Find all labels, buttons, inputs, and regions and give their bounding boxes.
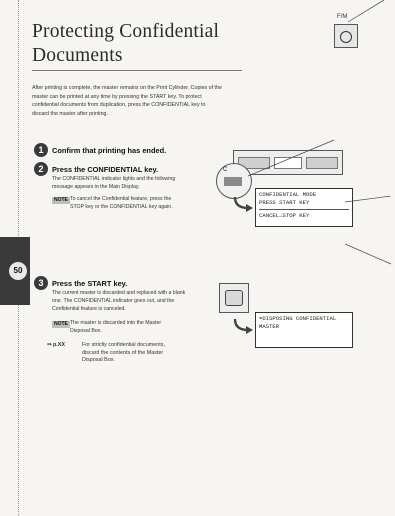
step-3-number: 3 [34,276,48,290]
reference-text: For strictly confidential documents, dis… [82,342,165,364]
step-1-heading: Confirm that printing has ended. [52,146,167,155]
icon-caption: F/M [337,14,348,20]
main-display-confidential: CONFIDENTIAL MODE PRESS START KEY CANCEL… [255,188,353,227]
step-3-body: The current master is discarded and repl… [52,290,186,312]
step-2-body: The CONFIDENTIAL indicator lights and th… [52,176,176,190]
intro-paragraph: After printing is complete, the master r… [32,85,222,117]
zoom-label: C [223,167,228,173]
step-3-note-tag: NOTE [52,321,70,328]
leader-line-icon [347,0,385,23]
page-number: 50 [9,262,27,280]
title-divider [32,70,242,71]
start-key-illustration [219,283,249,313]
title-line-2: Documents [32,45,123,66]
display-line-1: CONFIDENTIAL MODE [259,191,317,198]
reference-tag: ⇒ p.XX [47,342,65,348]
step-3-note: The master is discarded into the Master … [70,320,162,334]
control-panel-illustration [233,150,343,175]
confidential-key-zoom: C [216,163,252,199]
step-2-note-tag: NOTE [52,197,70,204]
step-2-heading: Press the CONFIDENTIAL key. [52,165,159,174]
display-line-3: CANCEL→STOP KEY [259,209,349,220]
title-line-1: Protecting Confidential [32,21,220,42]
dial-icon [334,24,358,48]
step-2-number: 2 [34,162,48,176]
page-title: Protecting Confidential Documents [32,20,262,68]
main-display-disposing: =DISPOSING CONFIDENTIAL MASTER [255,312,353,348]
curved-arrow-icon [233,196,253,212]
display-leader-icon [345,196,392,265]
zoom-leader-icon [247,139,335,177]
display-disposing-line: =DISPOSING CONFIDENTIAL MASTER [259,315,337,330]
step-2-note: To cancel the Confidential feature, pres… [70,196,173,210]
step-1-number: 1 [34,143,48,157]
display-line-2: PRESS START KEY [259,199,310,206]
curved-arrow-icon [233,318,253,334]
step-3-heading: Press the START key. [52,279,128,288]
confidential-key-icon [224,177,242,186]
start-key-icon [225,290,243,306]
